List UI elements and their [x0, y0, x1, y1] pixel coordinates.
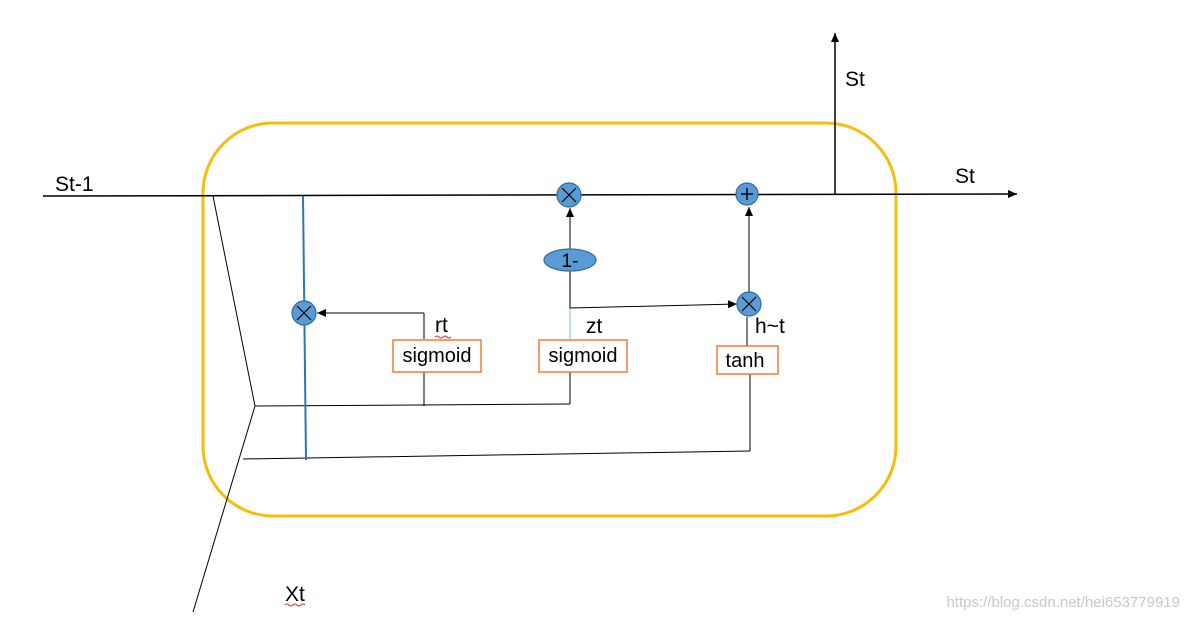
- input-branch-bus-bottom: [242, 450, 751, 460]
- candidate-multiply-node: [736, 291, 762, 317]
- update-to-candidate-arrow: [569, 300, 738, 309]
- reset-blue-line: [302, 195, 307, 461]
- update-multiply-node: [556, 182, 582, 208]
- prev-state-branch: [212, 195, 256, 407]
- one-minus-node: 1-: [543, 248, 597, 272]
- next-state-up-label: St: [845, 68, 865, 91]
- reset-multiply-node: [291, 300, 317, 326]
- input-line: [192, 405, 256, 613]
- prev-state-label: St-1: [55, 173, 94, 196]
- reset-sigmoid-box: sigmoid: [392, 339, 482, 373]
- reset-gate-label: rt: [435, 314, 448, 337]
- cell-boundary: [201, 121, 898, 518]
- next-state-right-label: St: [955, 165, 975, 188]
- one-minus-label: 1-: [562, 251, 579, 272]
- watermark: https://blog.csdn.net/hei653779919: [946, 594, 1180, 611]
- reset-sigmoid-label: sigmoid: [403, 345, 472, 367]
- update-sigmoid-box: sigmoid: [538, 339, 628, 373]
- tanh-box: tanh: [716, 345, 779, 375]
- rt-squiggle: [434, 335, 452, 339]
- input-branch-bus-top: [254, 403, 571, 407]
- add-node: [735, 182, 759, 206]
- xt-squiggle: [284, 603, 306, 607]
- tanh-label: tanh: [726, 350, 765, 372]
- update-sigmoid-label: sigmoid: [549, 345, 618, 367]
- input-label: Xt: [285, 583, 305, 606]
- state-line: [42, 190, 1018, 199]
- candidate-label: h~t: [755, 315, 785, 338]
- update-gate-label: zt: [586, 315, 603, 338]
